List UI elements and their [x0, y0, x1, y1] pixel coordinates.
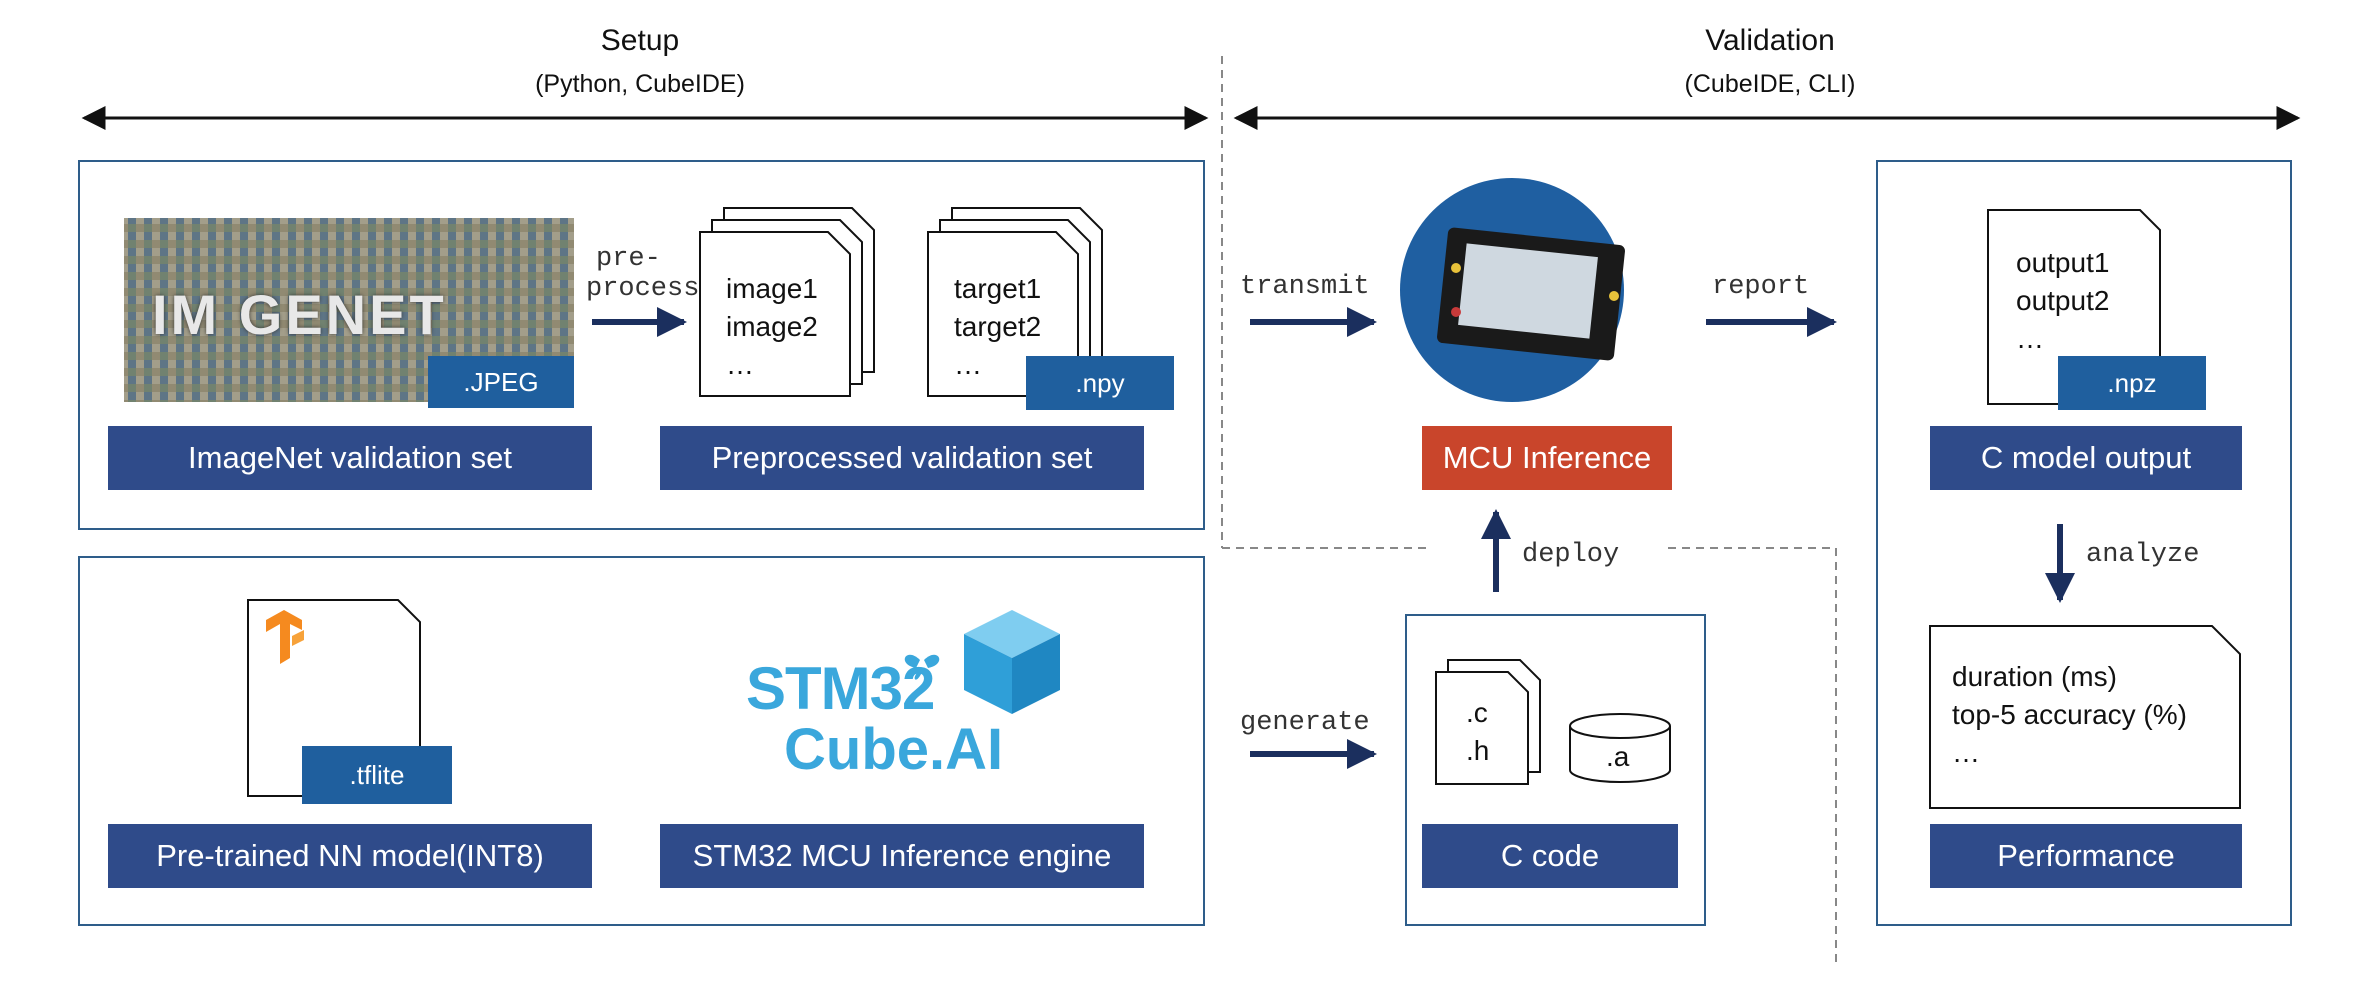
- validation-title: Validation: [1705, 24, 1835, 57]
- performance-doc: [1929, 625, 2241, 809]
- jpeg-tag: .JPEG: [428, 356, 574, 408]
- setup-subtitle: (Python, CubeIDE): [535, 70, 745, 98]
- output-line-1: output1: [2016, 247, 2110, 278]
- performance-line-1: duration (ms): [1952, 661, 2117, 692]
- npy-tag: .npy: [1026, 356, 1174, 410]
- target-list: target1 target2 …: [954, 270, 1041, 384]
- npz-tag: .npz: [2058, 356, 2206, 410]
- output-line-2: output2: [2016, 285, 2110, 316]
- generate-label: generate: [1240, 708, 1370, 738]
- library-icon: [1569, 713, 1671, 783]
- imagenet-logo: IM GENET: [152, 283, 447, 346]
- performance-line-2: top-5 accuracy (%): [1952, 699, 2187, 730]
- output-line-3: …: [2016, 323, 2044, 354]
- transmit-label: transmit: [1240, 272, 1370, 302]
- mcu-inference-label: MCU Inference: [1422, 426, 1672, 490]
- output-lines: output1 output2 …: [2016, 244, 2109, 358]
- butterfly-icon: [904, 654, 940, 680]
- target-item-2: target2: [954, 311, 1042, 342]
- preprocess-label-2: process: [586, 274, 700, 304]
- mcu-board-image: [1400, 178, 1625, 402]
- tflite-tag: .tflite: [302, 746, 452, 804]
- model-label: Pre-trained NN model(INT8): [108, 824, 592, 888]
- report-label: report: [1712, 272, 1810, 302]
- performance-lines: duration (ms) top-5 accuracy (%) …: [1952, 658, 2187, 772]
- image-item-1: image1: [726, 273, 818, 304]
- image-files-stack: [699, 207, 875, 397]
- performance-line-3: …: [1952, 737, 1980, 768]
- c-files-stack: [1435, 659, 1541, 785]
- performance-label: Performance: [1930, 824, 2242, 888]
- output-label: C model output: [1930, 426, 2242, 490]
- c-file-line-1: .c: [1466, 697, 1488, 728]
- validation-subtitle: (CubeIDE, CLI): [1684, 70, 1856, 98]
- preprocessed-label: Preprocessed validation set: [660, 426, 1144, 490]
- npz-file-icon: [1987, 209, 2161, 405]
- c-file-line-2: .h: [1466, 735, 1490, 766]
- stm32-logo-line2: Cube.AI: [784, 717, 1004, 782]
- tensorflow-icon: [266, 610, 304, 664]
- target-item-3: …: [954, 349, 982, 380]
- image-list: image1 image2 …: [726, 270, 818, 384]
- c-file-lines: .c .h: [1466, 694, 1489, 770]
- cube-icon: [964, 610, 1060, 714]
- target-item-1: target1: [954, 273, 1042, 304]
- preprocess-label-1: pre-: [596, 244, 661, 274]
- setup-title: Setup: [600, 24, 680, 57]
- ccode-label: C code: [1422, 824, 1678, 888]
- engine-label: STM32 MCU Inference engine: [660, 824, 1144, 888]
- deploy-label: deploy: [1522, 540, 1620, 570]
- stm32-logo-line1: STM32: [746, 655, 935, 722]
- image-item-2: image2: [726, 311, 818, 342]
- dashed-divider: [1221, 56, 1837, 962]
- analyze-label: analyze: [2086, 540, 2200, 570]
- imagenet-label: ImageNet validation set: [108, 426, 592, 490]
- image-item-3: …: [726, 349, 754, 380]
- target-files-stack: [927, 207, 1103, 397]
- lib-file-label: .a: [1606, 741, 1630, 772]
